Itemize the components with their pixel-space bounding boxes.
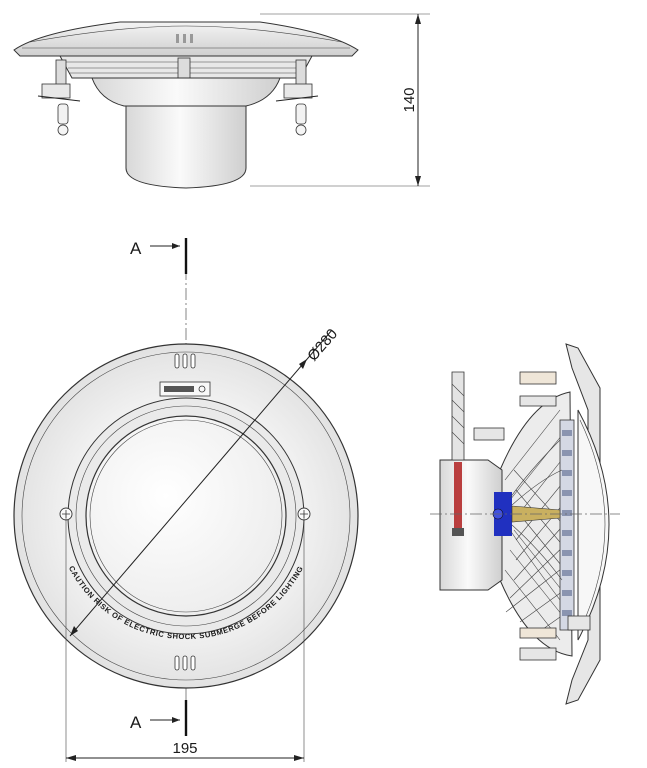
side-clip-left	[37, 59, 81, 136]
section-marker-top: A	[130, 238, 188, 274]
dimension-hole-spacing-label: 195	[172, 740, 197, 757]
front-view: CAUTION RISK OF ELECTRIC SHOCK SUBMERGE …	[13, 238, 359, 762]
dimension-hole-spacing: 195	[65, 514, 305, 762]
side-clip-right	[275, 59, 319, 136]
section-housing	[439, 459, 503, 591]
section-cable	[454, 462, 462, 528]
side-body	[125, 105, 247, 189]
section-label-top: A	[130, 239, 142, 258]
section-bracket-top	[451, 371, 465, 461]
front-vent-top	[174, 353, 196, 369]
side-cone	[91, 77, 281, 107]
dimension-height: 140	[250, 13, 430, 187]
front-brand-plate-icon	[159, 381, 211, 397]
section-lens	[577, 409, 610, 641]
section-view	[430, 343, 620, 705]
section-marker-bottom: A	[130, 700, 188, 736]
section-label-bottom: A	[130, 713, 142, 732]
side-view: 140	[13, 13, 430, 189]
section-flange	[565, 343, 601, 705]
front-vent-bottom	[174, 655, 196, 671]
front-lens	[85, 415, 287, 617]
dimension-diameter-label: Ø280	[304, 326, 341, 365]
dimension-height-label: 140	[401, 87, 418, 112]
